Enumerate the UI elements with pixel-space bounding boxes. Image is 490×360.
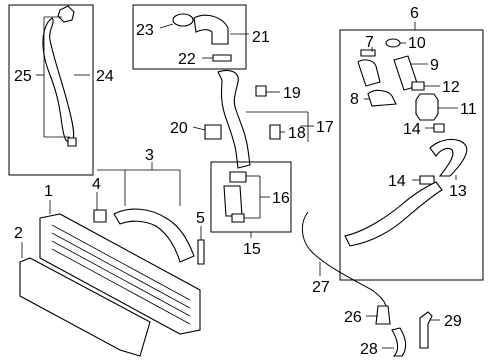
callout-15: 15 <box>243 241 261 258</box>
coupler-7-part <box>357 59 381 87</box>
leader-20 <box>192 126 206 131</box>
sensor-19-part <box>255 85 267 97</box>
callout-7: 7 <box>365 34 374 51</box>
vacuum-line-group: 27 26 29 28 <box>302 211 462 358</box>
kit-6-group: 6 7 10 9 8 12 11 14 13 14 <box>339 5 484 281</box>
sensor-5-part <box>197 239 205 265</box>
callout-28: 28 <box>360 341 378 358</box>
clamp-14a-part <box>433 123 445 133</box>
kit-15-group: 16 15 <box>210 161 292 258</box>
clamp-16a-part <box>229 171 247 183</box>
callout-14a: 14 <box>403 121 421 138</box>
elbow-hose-21-part <box>193 14 229 45</box>
callout-19: 19 <box>283 85 301 102</box>
valve-26-part <box>375 305 391 325</box>
bracket-20-part <box>204 124 222 140</box>
callout-27: 27 <box>312 279 330 296</box>
callout-1: 1 <box>44 183 53 200</box>
clamp-7-part <box>360 49 376 57</box>
clamp-22-part <box>212 54 232 62</box>
hose-13-part <box>429 138 468 177</box>
bolt-18-part <box>269 124 281 140</box>
intercooler-fin-2 <box>51 232 191 309</box>
intercooler-1-part <box>39 213 201 335</box>
callout-16: 16 <box>272 190 290 207</box>
callout-13: 13 <box>449 183 467 200</box>
clamp-top-part <box>57 5 75 23</box>
callout-18: 18 <box>288 125 306 142</box>
clamp-4-part <box>93 209 107 223</box>
clamp-12-part <box>411 81 425 91</box>
intercooler-group: 3 4 5 1 2 <box>14 147 205 357</box>
callout-29: 29 <box>444 313 462 330</box>
clamp-16b-part <box>231 213 245 223</box>
callout-8: 8 <box>350 91 359 108</box>
callout-5: 5 <box>196 210 205 227</box>
callout-3: 3 <box>145 147 154 164</box>
pipe-6-part <box>344 181 443 247</box>
pipe-17-group: 20 19 18 17 <box>170 69 334 169</box>
callout-20: 20 <box>170 120 188 137</box>
intercooler-fin-4 <box>51 248 191 325</box>
callout-9: 9 <box>430 57 439 74</box>
callout-14b: 14 <box>388 173 406 190</box>
callout-4: 4 <box>92 176 101 193</box>
fitting-11-part <box>415 93 439 121</box>
clamp-bottom-part <box>67 137 77 147</box>
kit-6-box <box>339 29 484 281</box>
callout-12: 12 <box>442 79 460 96</box>
callout-22: 22 <box>178 51 196 68</box>
coupler-8-part <box>367 89 397 107</box>
hose-29-part <box>419 311 433 349</box>
leader-23 <box>159 23 174 29</box>
callout-25: 25 <box>14 68 32 85</box>
hose-25-part <box>42 17 75 143</box>
callout-23: 23 <box>136 22 154 39</box>
hose-3-part <box>113 208 195 263</box>
callout-17: 17 <box>316 119 334 136</box>
pipe-17-part <box>217 69 251 169</box>
clamp-10-part <box>385 38 401 48</box>
hose-16-part <box>223 185 243 217</box>
callout-11: 11 <box>460 101 477 118</box>
callout-10: 10 <box>408 35 426 52</box>
duct-2-part <box>19 257 151 357</box>
hose-24-box <box>8 4 94 176</box>
callout-6: 6 <box>410 5 419 22</box>
intercooler-fin-1 <box>51 224 191 301</box>
kit-21-box <box>132 4 247 70</box>
intercooler-fin-3 <box>51 240 191 317</box>
kit-21-group: 23 22 21 <box>132 4 270 70</box>
hose-24-group: 25 24 <box>8 4 114 176</box>
hose-28-part <box>391 327 407 357</box>
hose-27-part <box>302 211 387 307</box>
callout-24: 24 <box>96 68 114 85</box>
callout-26: 26 <box>344 309 362 326</box>
callout-2: 2 <box>14 225 23 242</box>
clamp-23-part <box>172 13 194 27</box>
clamp-14b-part <box>419 175 435 185</box>
callout-21: 21 <box>252 29 270 46</box>
